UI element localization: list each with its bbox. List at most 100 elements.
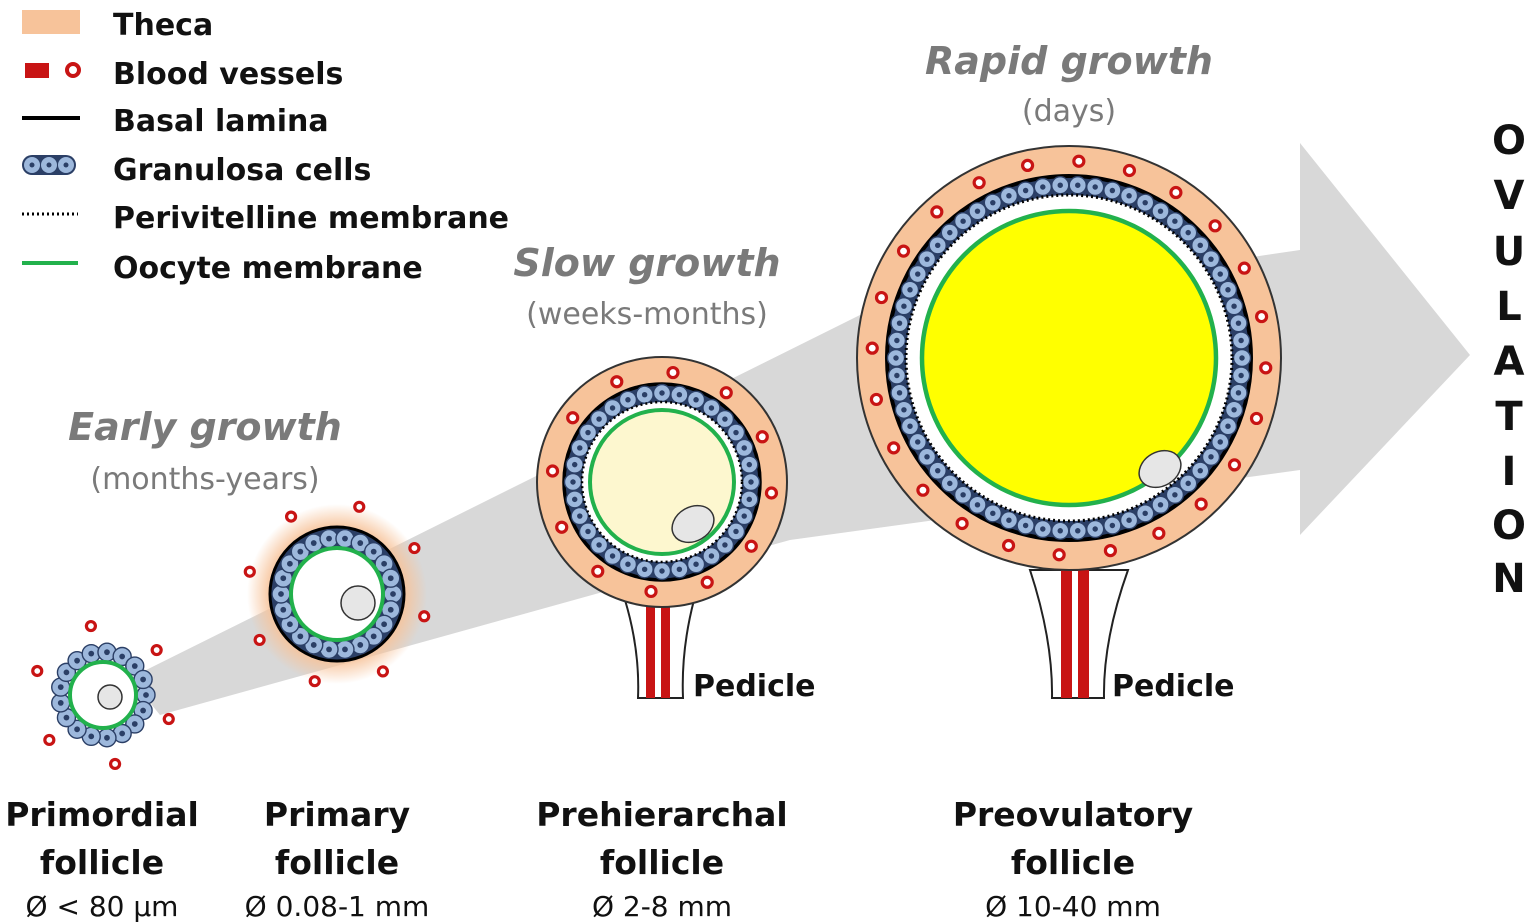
granulosa-nucleus	[625, 397, 630, 402]
stage-name: Prehierarchal	[536, 795, 787, 834]
blood-vessel	[757, 432, 767, 442]
blood-vessel	[164, 715, 173, 724]
granulosa-nucleus	[924, 256, 929, 261]
stage-caption-primordial: Primordial follicle Ø < 80 µm	[5, 795, 199, 922]
legend-label-perivitelline-membrane: Perivitelline membrane	[113, 201, 509, 236]
ovulation-letter: A	[1494, 339, 1525, 385]
granulosa-nucleus	[747, 462, 752, 467]
granulosa-nucleus	[280, 607, 286, 613]
granulosa-nucleus	[381, 621, 387, 627]
granulosa-nucleus	[1198, 243, 1203, 248]
blood-vessel	[593, 566, 603, 576]
granulosa-nucleus	[596, 416, 601, 421]
germinal-vesicle	[98, 685, 122, 709]
granulosa-nucleus	[1040, 184, 1045, 189]
stage-caption-prehierarchal: Prehierarchal follicle Ø 2-8 mm	[536, 795, 787, 922]
granulosa-nucleus	[659, 568, 664, 573]
legend-label-theca: Theca	[113, 8, 213, 43]
granulosa-nucleus	[297, 633, 303, 639]
granulosa-nucleus	[1218, 439, 1223, 444]
blood-vessel	[111, 759, 120, 768]
granulosa-nucleus	[577, 445, 582, 450]
blood-vessel	[899, 246, 909, 256]
granulosa-nucleus	[104, 649, 110, 655]
phase-subtitle-rapid: (days)	[1022, 94, 1116, 129]
blood-vessel	[702, 577, 712, 587]
blood-vessel	[957, 518, 967, 528]
blood-vessel	[876, 293, 886, 303]
ovulation-letter: T	[1495, 394, 1523, 440]
granulosa-nucleus	[893, 355, 898, 360]
granulosa-nucleus	[915, 271, 920, 276]
granulosa-nucleus	[104, 735, 110, 741]
granulosa-nucleus	[693, 397, 698, 402]
granulosa-nucleus	[975, 208, 980, 213]
granulosa-nucleus	[596, 542, 601, 547]
ovulation-letter: L	[1496, 284, 1522, 330]
granulosa-nucleus	[1110, 523, 1115, 528]
granulosa-nucleus	[388, 607, 394, 613]
granulosa-nucleus	[140, 677, 146, 683]
phase-title-early: Early growth	[68, 405, 342, 449]
granulosa-nucleus	[311, 642, 317, 648]
granulosa-nucleus	[585, 430, 590, 435]
legend-label-granulosa-cells: Granulosa cells	[113, 153, 371, 188]
blood-vessel	[420, 612, 429, 621]
stage-name: Preovulatory	[953, 795, 1193, 834]
granulosa-nucleus	[1142, 511, 1147, 516]
blood-vessel	[152, 646, 161, 655]
granulosa-nucleus	[1006, 518, 1011, 523]
granulosa-nucleus	[1058, 528, 1063, 533]
granulosa-nucleus	[990, 511, 995, 516]
granulosa-nucleus	[342, 536, 348, 542]
blood-vessel	[45, 735, 54, 744]
blood-vessel	[746, 541, 756, 551]
granulosa-nucleus	[1040, 526, 1045, 531]
granulosa-nucleus	[388, 575, 394, 581]
granulosa-nucleus	[572, 497, 577, 502]
granulosa-nucleus	[897, 390, 902, 395]
granulosa-nucleus	[88, 651, 94, 657]
granulosa-nucleus	[342, 647, 348, 653]
granulosa-nucleus	[381, 561, 387, 567]
granulosa-nucleus	[1208, 454, 1213, 459]
granulosa-nucleus	[1231, 303, 1236, 308]
granulosa-nucleus	[572, 462, 577, 467]
legend: Theca Blood vessels Basal lamina Granulo…	[22, 8, 509, 286]
granulosa-nucleus	[1023, 523, 1028, 528]
granulosa-nucleus	[58, 684, 64, 690]
phase-subtitle-slow: (weeks-months)	[526, 297, 768, 332]
granulosa-nucleus	[935, 468, 940, 473]
granulosa-nucleus	[1185, 230, 1190, 235]
granulosa-nucleus	[1225, 287, 1230, 292]
granulosa-nucleus	[1075, 183, 1080, 188]
blood-vessel	[918, 485, 928, 495]
blood-vessel	[1074, 156, 1084, 166]
granulosa-nucleus	[585, 529, 590, 534]
granulosa-nucleus	[119, 731, 125, 737]
ovulation-label: O V U L A T I O N	[1492, 118, 1526, 602]
blood-vessel	[1261, 363, 1271, 373]
granulosa-nucleus	[278, 591, 284, 597]
pedicle-label: Pedicle	[693, 669, 816, 704]
granulosa-nucleus	[947, 481, 952, 486]
phase-title-slow: Slow growth	[513, 241, 780, 285]
phase-subtitle-early: (months-years)	[90, 462, 319, 497]
granulosa-nucleus	[693, 562, 698, 567]
granulosa-nucleus	[733, 430, 738, 435]
ovulation-letter: N	[1492, 556, 1525, 602]
blood-vessel	[1105, 546, 1115, 556]
blood-vessel	[1154, 528, 1164, 538]
blood-vessel	[86, 622, 95, 631]
granulosa-nucleus	[1208, 256, 1213, 261]
stage-caption-preovulatory: Preovulatory follicle Ø 10-40 mm	[953, 795, 1193, 922]
pedicle-label: Pedicle	[1112, 669, 1235, 704]
legend-label-oocyte-membrane: Oocyte membrane	[113, 251, 423, 286]
granulosa-nucleus	[1092, 526, 1097, 531]
granulosa-nucleus	[326, 536, 332, 542]
blood-vessel	[33, 666, 42, 675]
granulosa-nucleus	[577, 513, 582, 518]
blood-vessel	[1023, 160, 1033, 170]
stage-name: follicle	[275, 843, 399, 882]
granulosa-nucleus	[280, 575, 286, 581]
